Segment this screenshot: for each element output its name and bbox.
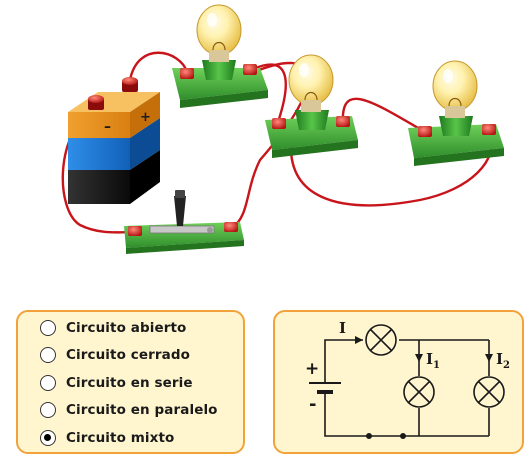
option-label: Circuito mixto xyxy=(66,429,175,446)
circuit-schematic: I I1 I2 + - xyxy=(305,319,510,439)
wire-bulb2-to-bulb3-top xyxy=(341,97,427,134)
option-label: Circuito en serie xyxy=(66,374,193,391)
schematic-lamp-1 xyxy=(365,324,397,356)
lamp-3 xyxy=(408,60,504,166)
option-label: Circuito en paralelo xyxy=(66,402,218,419)
wire-bulb1-to-bulb2 xyxy=(245,63,287,124)
option-label: Circuito abierto xyxy=(66,319,187,336)
label-current-main: I xyxy=(339,319,346,337)
schematic-wire-bottom xyxy=(324,392,489,437)
option-circuito-cerrado[interactable]: Circuito cerrado xyxy=(40,342,243,370)
schematic-lamp-3 xyxy=(473,376,505,408)
current-arrow-branch2 xyxy=(485,354,493,362)
radio-circuito-cerrado[interactable] xyxy=(40,347,56,364)
wire-battery-to-bulb1 xyxy=(128,51,189,82)
circuit-illustration: – + xyxy=(61,4,504,254)
option-circuito-mixto[interactable]: Circuito mixto xyxy=(40,424,243,452)
circuit-type-options: Circuito abierto Circuito cerrado Circui… xyxy=(16,310,245,454)
radio-circuito-en-serie[interactable] xyxy=(40,374,56,391)
radio-circuito-abierto[interactable] xyxy=(40,319,56,336)
label-current-branch1: I1 xyxy=(426,350,440,371)
schematic-wire-top xyxy=(324,339,363,367)
radio-circuito-en-paralelo[interactable] xyxy=(40,402,56,419)
current-arrow-main xyxy=(355,336,363,344)
schematic-lamp-2 xyxy=(403,376,435,408)
circuit-schematic-panel: I I1 I2 + - xyxy=(273,310,524,454)
battery-terminal-left xyxy=(88,95,104,110)
option-label: Circuito cerrado xyxy=(66,347,190,364)
battery-minus-mark: – xyxy=(104,119,111,135)
wire-bulb2-to-bulb3-bottom xyxy=(289,130,493,207)
option-circuito-en-paralelo[interactable]: Circuito en paralelo xyxy=(40,397,243,425)
option-circuito-abierto[interactable]: Circuito abierto xyxy=(40,314,243,342)
radio-circuito-mixto[interactable] xyxy=(40,429,56,446)
battery-terminal-right xyxy=(122,77,138,92)
label-current-branch2: I2 xyxy=(496,350,510,371)
lamp-1 xyxy=(172,4,268,108)
label-battery-plus: + xyxy=(305,359,319,379)
option-circuito-en-serie[interactable]: Circuito en serie xyxy=(40,369,243,397)
current-arrow-branch1 xyxy=(415,354,423,362)
battery-plus-mark: + xyxy=(140,110,151,125)
switch xyxy=(124,190,244,254)
junction-dot-left xyxy=(366,433,372,439)
label-battery-minus: - xyxy=(309,394,316,415)
lamp-2 xyxy=(265,54,358,158)
junction-dot-right xyxy=(400,433,406,439)
battery: – + xyxy=(68,77,160,204)
